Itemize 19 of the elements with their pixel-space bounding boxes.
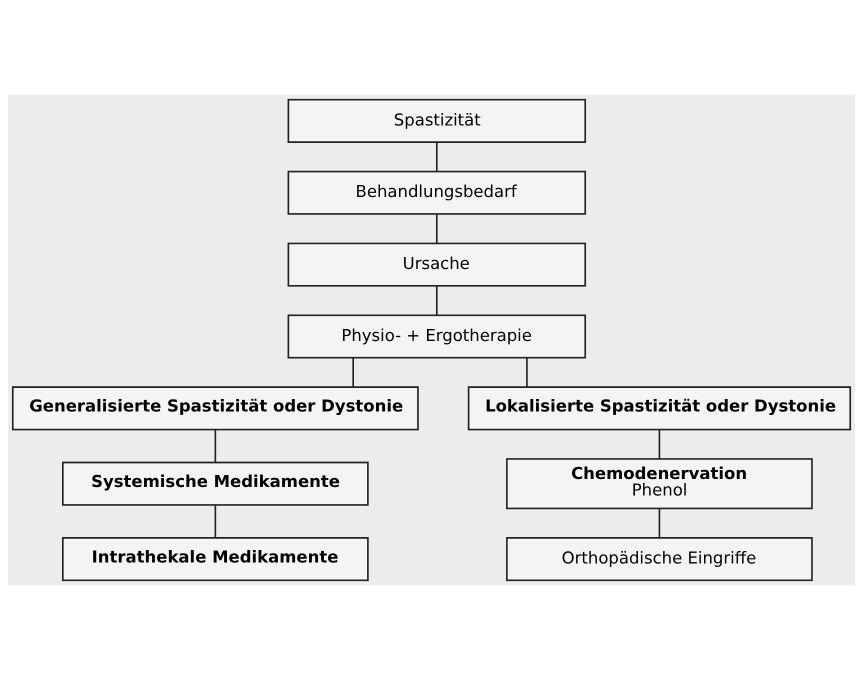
- node-box: Orthopädische Eingriffe: [506, 537, 813, 582]
- node-box: Behandlungsbedarf: [288, 170, 586, 215]
- connector: [436, 286, 438, 315]
- connector: [436, 142, 438, 172]
- connector: [214, 430, 216, 462]
- connector: [436, 214, 438, 244]
- node-box: Systemische Medikamente: [62, 462, 369, 506]
- connector: [214, 505, 216, 538]
- node-box: Lokalisierte Spastizität oder Dystonie: [468, 386, 852, 430]
- connector: [352, 358, 354, 387]
- node-box: Ursache: [288, 242, 586, 287]
- node-box: Physio- + Ergotherapie: [288, 314, 586, 358]
- node-box: Chemodenervation Phenol: [506, 458, 813, 510]
- connector: [658, 508, 660, 538]
- node-box: Spastizität: [288, 98, 586, 143]
- node-box: Intrathekale Medikamente: [62, 537, 369, 582]
- node-box: Generalisierte Spastizität oder Dystonie: [12, 386, 419, 430]
- connector: [526, 358, 528, 387]
- connector: [658, 430, 660, 459]
